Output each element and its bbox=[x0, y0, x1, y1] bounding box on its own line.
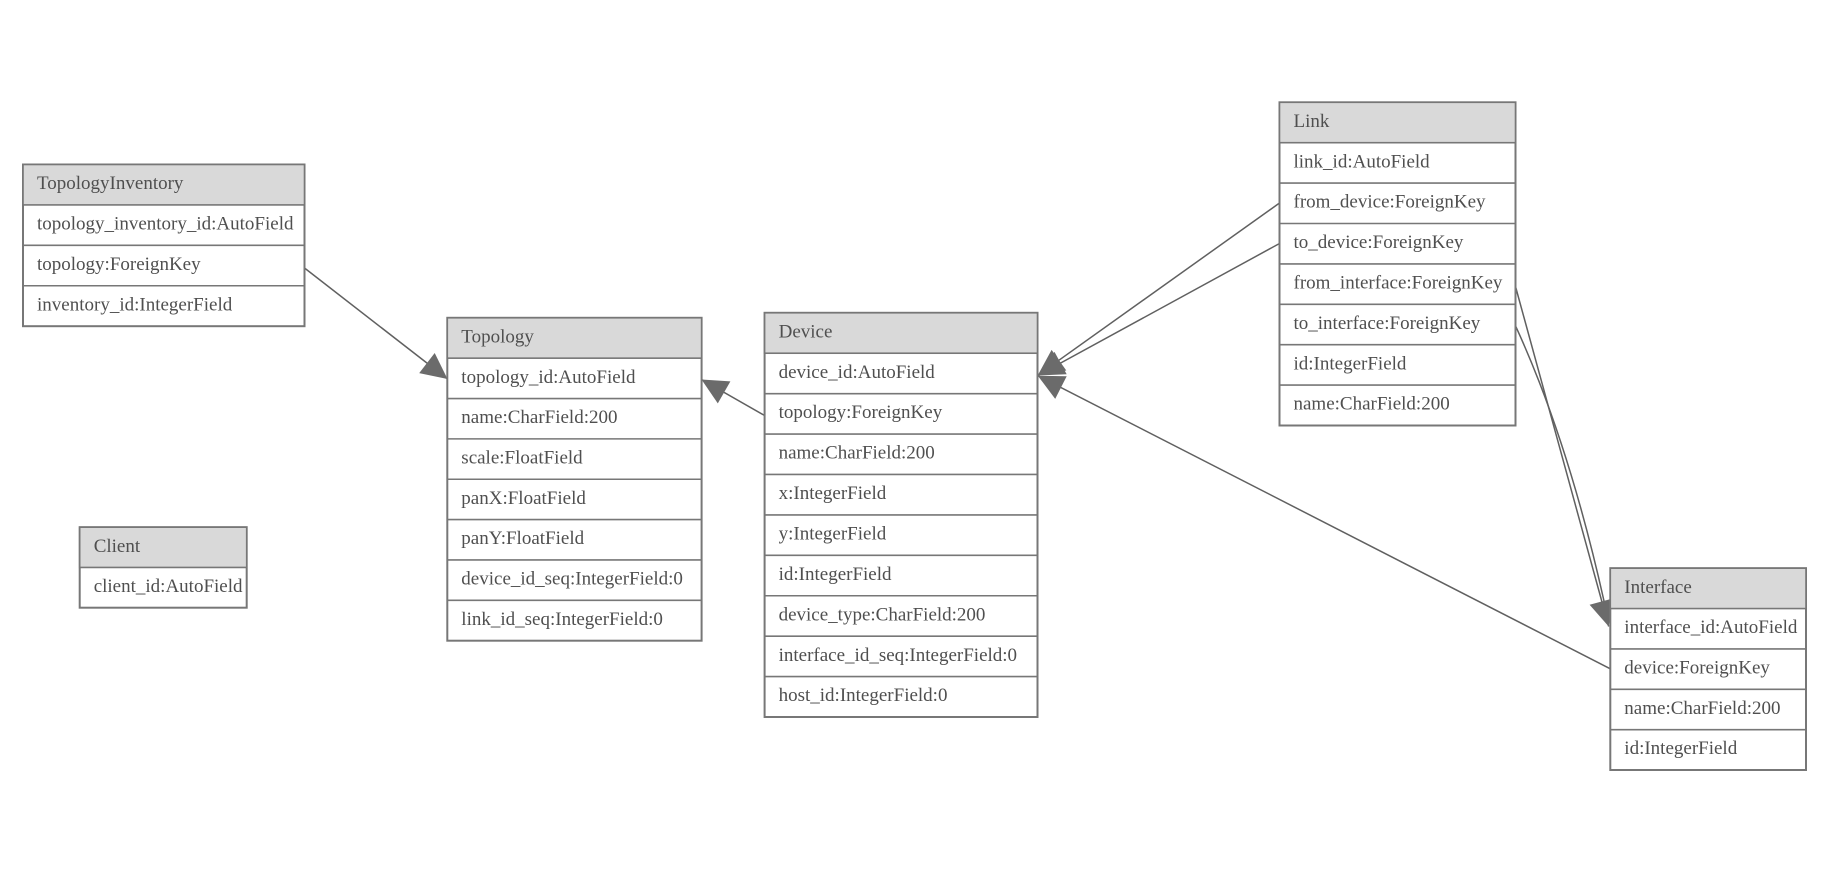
svg-text:Device: Device bbox=[779, 321, 833, 342]
svg-text:name:CharField:200: name:CharField:200 bbox=[1624, 698, 1780, 719]
svg-text:name:CharField:200: name:CharField:200 bbox=[779, 443, 935, 464]
svg-text:panX:FloatField: panX:FloatField bbox=[461, 488, 586, 509]
svg-text:TopologyInventory: TopologyInventory bbox=[37, 173, 184, 194]
svg-text:id:IntegerField: id:IntegerField bbox=[1624, 738, 1737, 759]
svg-text:to_interface:ForeignKey: to_interface:ForeignKey bbox=[1294, 313, 1481, 334]
svg-text:device_id:AutoField: device_id:AutoField bbox=[779, 362, 936, 383]
svg-text:panY:FloatField: panY:FloatField bbox=[461, 528, 584, 549]
svg-text:interface_id_seq:IntegerField:: interface_id_seq:IntegerField:0 bbox=[779, 645, 1017, 666]
svg-text:device_type:CharField:200: device_type:CharField:200 bbox=[779, 604, 986, 625]
svg-text:name:CharField:200: name:CharField:200 bbox=[1294, 394, 1450, 415]
svg-text:link_id:AutoField: link_id:AutoField bbox=[1294, 151, 1431, 172]
svg-text:Interface: Interface bbox=[1624, 577, 1692, 598]
svg-text:y:IntegerField: y:IntegerField bbox=[779, 524, 887, 545]
svg-text:from_interface:ForeignKey: from_interface:ForeignKey bbox=[1294, 273, 1503, 294]
svg-text:Topology: Topology bbox=[461, 326, 534, 347]
svg-text:client_id:AutoField: client_id:AutoField bbox=[94, 576, 243, 597]
svg-text:scale:FloatField: scale:FloatField bbox=[461, 447, 583, 468]
svg-text:from_device:ForeignKey: from_device:ForeignKey bbox=[1294, 192, 1487, 213]
svg-text:topology:ForeignKey: topology:ForeignKey bbox=[37, 254, 201, 275]
svg-text:topology:ForeignKey: topology:ForeignKey bbox=[779, 402, 943, 423]
svg-text:id:IntegerField: id:IntegerField bbox=[1294, 353, 1407, 374]
svg-text:to_device:ForeignKey: to_device:ForeignKey bbox=[1294, 232, 1464, 253]
svg-text:topology_id:AutoField: topology_id:AutoField bbox=[461, 367, 636, 388]
svg-text:Client: Client bbox=[94, 536, 141, 557]
svg-text:host_id:IntegerField:0: host_id:IntegerField:0 bbox=[779, 685, 948, 706]
svg-text:x:IntegerField: x:IntegerField bbox=[779, 483, 887, 504]
svg-text:topology_inventory_id:AutoFiel: topology_inventory_id:AutoField bbox=[37, 214, 294, 235]
svg-text:inventory_id:IntegerField: inventory_id:IntegerField bbox=[37, 294, 233, 315]
svg-text:id:IntegerField: id:IntegerField bbox=[779, 564, 892, 585]
svg-text:name:CharField:200: name:CharField:200 bbox=[461, 407, 617, 428]
svg-text:device_id_seq:IntegerField:0: device_id_seq:IntegerField:0 bbox=[461, 569, 683, 590]
svg-text:device:ForeignKey: device:ForeignKey bbox=[1624, 658, 1770, 679]
svg-text:Link: Link bbox=[1294, 111, 1330, 132]
svg-text:link_id_seq:IntegerField:0: link_id_seq:IntegerField:0 bbox=[461, 609, 663, 630]
svg-text:interface_id:AutoField: interface_id:AutoField bbox=[1624, 617, 1798, 638]
